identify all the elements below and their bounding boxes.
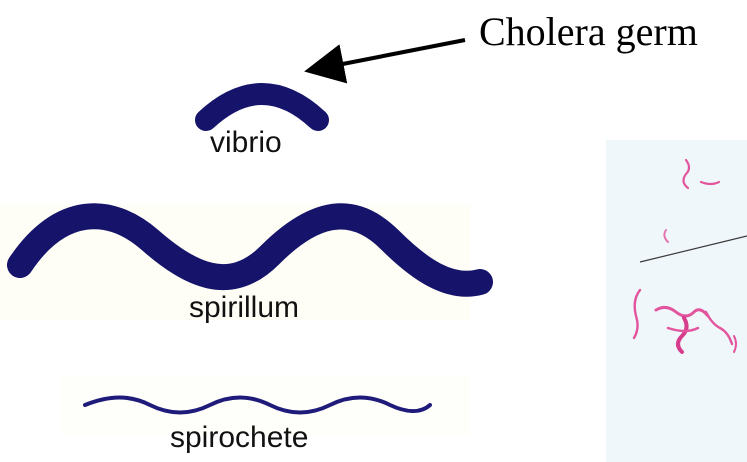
label-spirillum: spirillum <box>189 293 299 323</box>
label-vibrio: vibrio <box>210 128 282 158</box>
micrograph-image <box>606 140 747 462</box>
micrograph-panel <box>606 140 747 462</box>
pointer-arrow <box>312 40 465 70</box>
vibrio-shape <box>206 94 318 120</box>
label-spirochete: spirochete <box>170 423 308 453</box>
caption-cholera-germ: Cholera germ <box>479 12 698 52</box>
